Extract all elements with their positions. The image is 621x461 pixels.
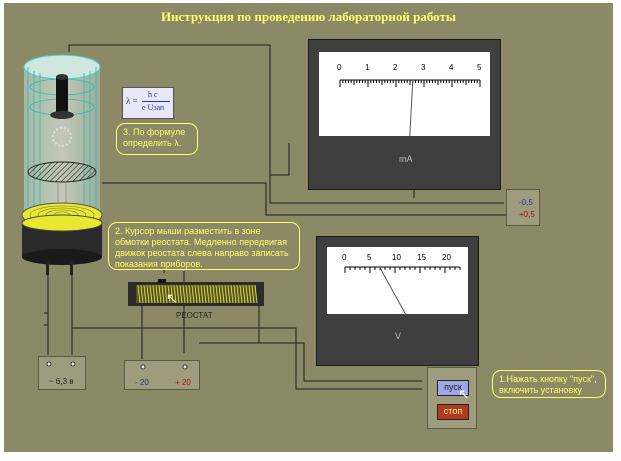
step3-callout: 3. По формуле определить λ. bbox=[116, 123, 198, 155]
coil-winding bbox=[170, 284, 174, 304]
rheostat-label: РЕОСТАТ bbox=[176, 311, 213, 320]
coil-winding bbox=[158, 284, 162, 304]
coil-winding bbox=[149, 284, 153, 304]
control-panel: пуск стоп ↖ bbox=[427, 367, 477, 429]
coil-winding bbox=[245, 284, 249, 304]
ammeter-terminals: -0,5 +0,5 bbox=[506, 189, 540, 226]
coil-winding bbox=[251, 284, 255, 304]
coil-winding bbox=[140, 284, 144, 304]
formula-fraction-bar bbox=[142, 101, 170, 102]
tick-label: 5 bbox=[477, 63, 482, 72]
rheostat-coil[interactable] bbox=[128, 282, 264, 306]
coil-winding bbox=[218, 284, 222, 304]
coil-winding bbox=[233, 284, 237, 304]
start-button[interactable]: пуск bbox=[437, 380, 469, 396]
coil-winding bbox=[239, 284, 243, 304]
coil-winding bbox=[179, 284, 183, 304]
coil-winding bbox=[155, 284, 159, 304]
ammeter-plus-label: +0,5 bbox=[519, 210, 535, 219]
dc-plus-label: + 20 bbox=[175, 378, 191, 387]
coil-winding bbox=[137, 284, 141, 304]
coil-winding bbox=[185, 284, 189, 304]
tick-label: 2 bbox=[393, 63, 398, 72]
ammeter-scale: 0 1 2 3 4 5 bbox=[319, 52, 490, 137]
ammeter-unit: mA bbox=[399, 154, 413, 164]
coil-winding bbox=[212, 284, 216, 304]
tick-label: 15 bbox=[417, 253, 426, 262]
page-title: Инструкция по проведению лабораторной ра… bbox=[160, 9, 457, 24]
voltmeter-needle bbox=[379, 266, 406, 315]
coil-winding bbox=[176, 284, 180, 304]
heater-supply: ~ 6,3 в bbox=[38, 356, 86, 390]
tick-label: 20 bbox=[442, 253, 451, 262]
step1-callout: 1.Нажать кнопку "пуск", включить установ… bbox=[492, 370, 606, 398]
coil-winding bbox=[191, 284, 195, 304]
coil-winding bbox=[188, 284, 192, 304]
voltmeter-dial bbox=[344, 266, 461, 315]
coil-winding bbox=[230, 284, 234, 304]
formula-numerator: h c bbox=[148, 90, 158, 99]
coil-winding bbox=[209, 284, 213, 304]
rheostat bbox=[128, 282, 264, 306]
voltmeter-tick-labels: 0 5 10 15 20 bbox=[342, 253, 460, 263]
coil-winding bbox=[194, 284, 198, 304]
formula-lhs: λ = bbox=[126, 96, 138, 106]
coil-winding bbox=[161, 284, 165, 304]
coil-winding bbox=[167, 284, 171, 304]
coil-winding bbox=[254, 284, 258, 304]
coil-winding bbox=[203, 284, 207, 304]
heater-supply-label: ~ 6,3 в bbox=[49, 377, 74, 386]
coil-winding bbox=[206, 284, 210, 304]
tick-label: 1 bbox=[365, 63, 370, 72]
tick-label: 4 bbox=[449, 63, 454, 72]
hand-cursor-icon: ↖ bbox=[458, 386, 470, 402]
tick-label: 5 bbox=[367, 253, 372, 262]
voltmeter-unit: V bbox=[395, 331, 402, 341]
coil-winding bbox=[224, 284, 228, 304]
formula-denominator: e Uзап bbox=[142, 103, 165, 112]
coil-winding bbox=[242, 284, 246, 304]
circuit-wires bbox=[44, 44, 512, 390]
ammeter-dial bbox=[339, 79, 481, 137]
coil-winding bbox=[143, 284, 147, 304]
tick-label: 3 bbox=[421, 63, 426, 72]
coil-winding bbox=[164, 284, 168, 304]
coil-winding bbox=[215, 284, 219, 304]
coil-winding bbox=[173, 284, 177, 304]
voltmeter: 0 5 10 15 20 V bbox=[316, 236, 479, 366]
ammeter-needle bbox=[409, 79, 414, 137]
voltmeter-scale: 0 5 10 15 20 bbox=[327, 247, 468, 315]
coil-winding bbox=[227, 284, 231, 304]
vacuum-tube bbox=[21, 54, 103, 275]
stop-button[interactable]: стоп bbox=[437, 404, 469, 420]
tick-label: 0 bbox=[337, 63, 342, 72]
coil-winding bbox=[197, 284, 201, 304]
coil-winding bbox=[248, 284, 252, 304]
coil-winding bbox=[236, 284, 240, 304]
rheostat-slider[interactable] bbox=[158, 279, 166, 283]
ammeter-minus-label: -0,5 bbox=[519, 198, 533, 207]
mouse-cursor-icon: ↖ bbox=[166, 290, 178, 306]
coil-winding bbox=[146, 284, 150, 304]
ammeter-tick-labels: 0 1 2 3 4 5 bbox=[337, 63, 482, 73]
dc-minus-label: - 20 bbox=[135, 378, 149, 387]
coil-winding bbox=[182, 284, 186, 304]
lab-stage: Инструкция по проведению лабораторной ра… bbox=[4, 3, 613, 452]
ammeter: 0 1 2 3 4 5 mA bbox=[308, 39, 501, 190]
coil-winding bbox=[152, 284, 156, 304]
coil-winding bbox=[221, 284, 225, 304]
step2-callout: 2. Курсор мыши разместить в зоне обмотки… bbox=[108, 222, 300, 270]
dc-supply: - 20 + 20 bbox=[124, 360, 200, 390]
coil-winding bbox=[200, 284, 204, 304]
formula-box: λ = h c e Uзап bbox=[122, 87, 174, 119]
tick-label: 0 bbox=[342, 253, 347, 262]
tick-label: 10 bbox=[392, 253, 401, 262]
